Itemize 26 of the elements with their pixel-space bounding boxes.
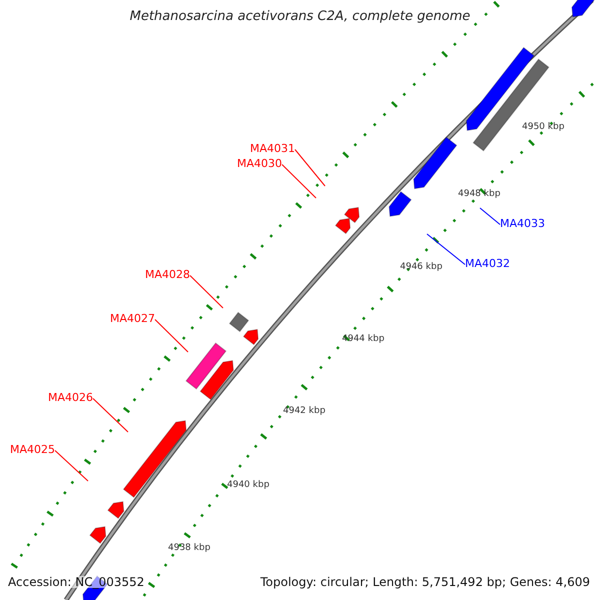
leader-line bbox=[54, 450, 88, 482]
leader-line bbox=[426, 234, 466, 265]
scale-label: 4946 kbp bbox=[400, 263, 442, 272]
scale-label: 4944 kbp bbox=[342, 335, 384, 344]
gene-label: MA4032 bbox=[465, 258, 510, 269]
leader-line bbox=[282, 164, 316, 198]
footer-text: Accession: NC_003552 bbox=[8, 576, 144, 588]
gene-label: MA4028 bbox=[145, 269, 190, 280]
scale-label: 4940 kbp bbox=[227, 481, 270, 490]
footer-text: Topology: circular; Length: 5,751,492 bp; Genes: 4,609 bbox=[260, 576, 590, 588]
title: Methanosarcina acetivorans C2A, complete genome bbox=[128, 10, 472, 23]
leader-line bbox=[92, 398, 128, 432]
leader-line bbox=[190, 275, 224, 308]
scale-label: 4950 kbp bbox=[522, 123, 564, 132]
gene-label: MA4030 bbox=[237, 158, 282, 169]
leader-line bbox=[294, 149, 326, 186]
gene-label: MA4026 bbox=[48, 392, 94, 403]
gene-label: MA4025 bbox=[10, 444, 56, 455]
gene-label: MA4031 bbox=[250, 143, 296, 154]
scale-label: 4948 kbp bbox=[458, 190, 500, 199]
scale-label: 4942 kbp bbox=[283, 407, 326, 416]
scale-label: 4938 kbp bbox=[168, 544, 210, 553]
leader-line bbox=[480, 208, 500, 225]
gene-label: MA4033 bbox=[500, 218, 546, 229]
leader-line bbox=[154, 319, 188, 352]
gene-label: MA4027 bbox=[110, 313, 156, 324]
